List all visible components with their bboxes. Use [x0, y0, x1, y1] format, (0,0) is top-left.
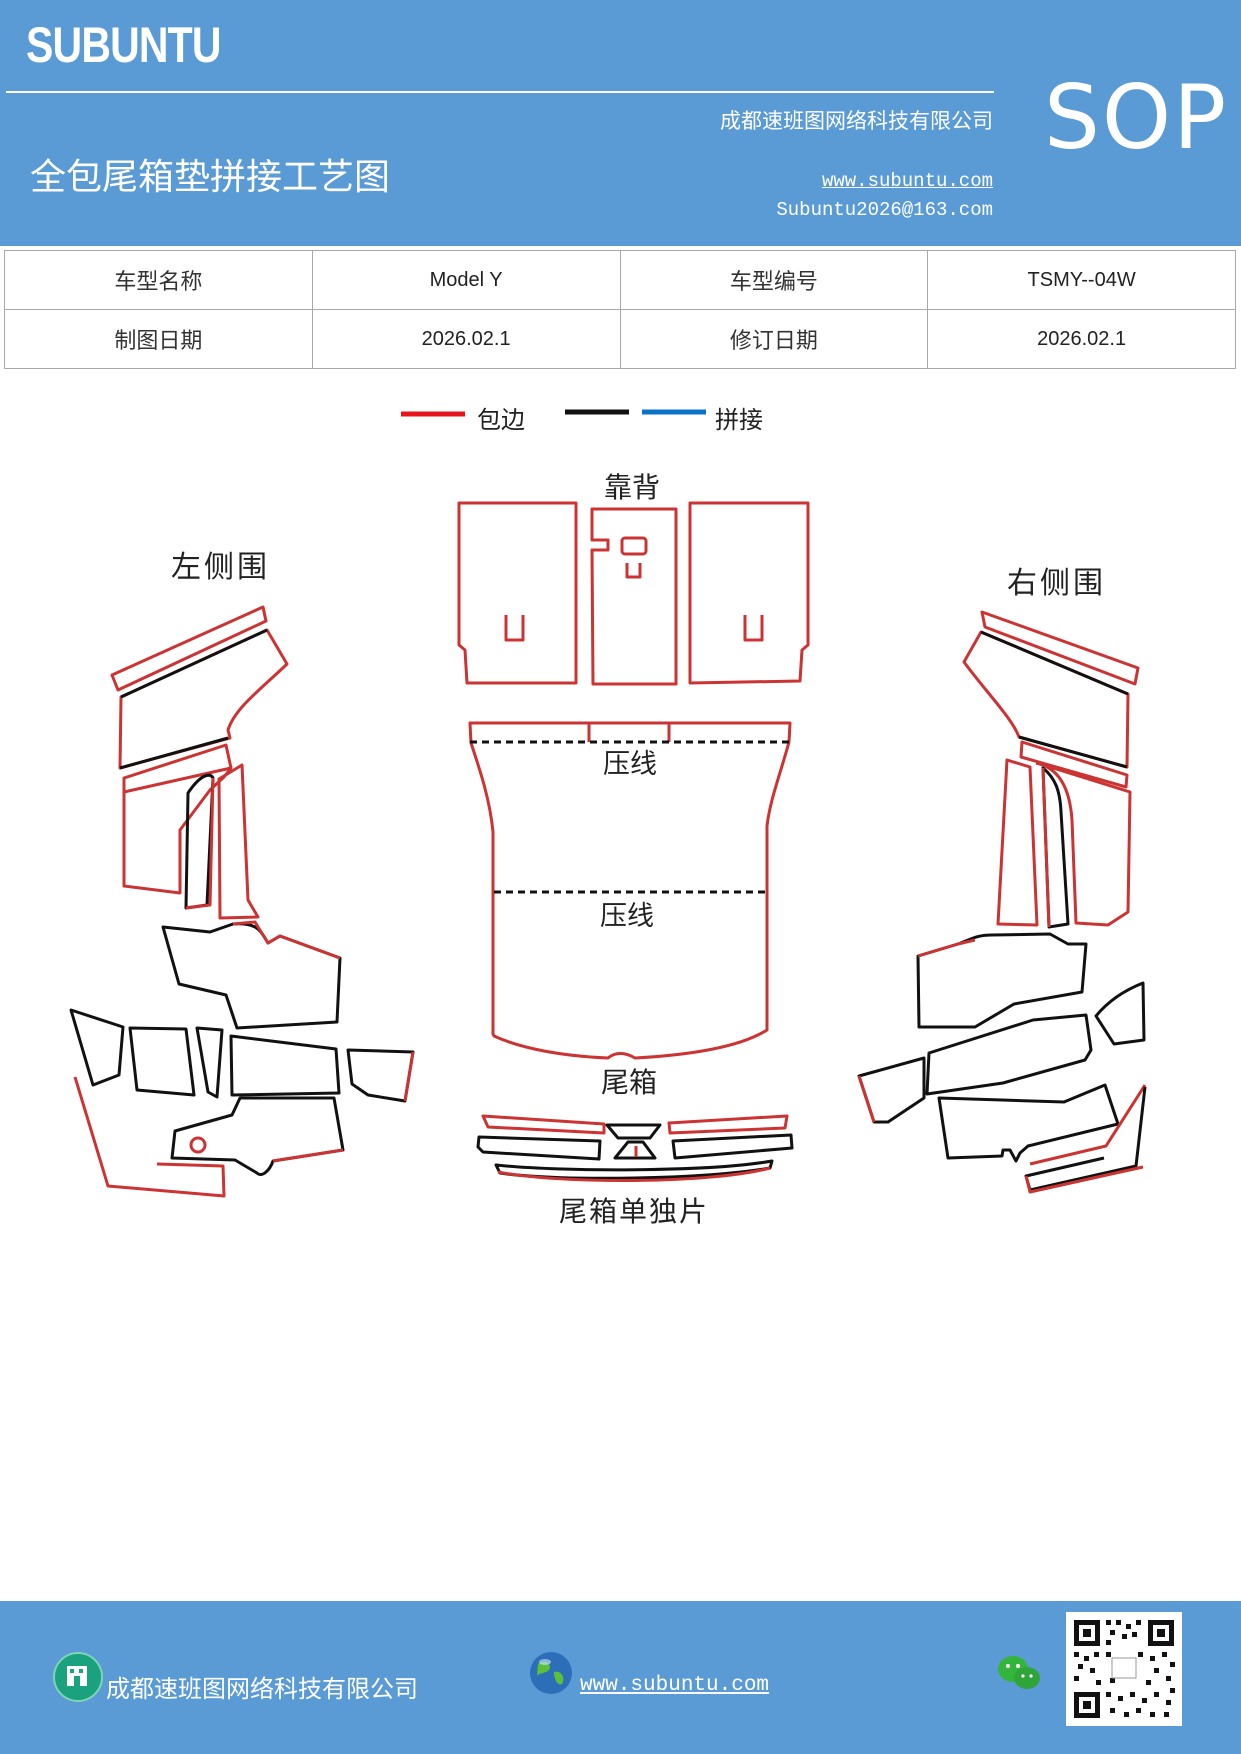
table-row: 车型名称 Model Y 车型编号 TSMY--04W	[4, 250, 1236, 310]
label-press-line-2: 压线	[600, 901, 654, 932]
header-email[interactable]: Subuntu2026@163.com	[776, 199, 993, 221]
trunk-single-pieces	[476, 1114, 794, 1183]
footer-banner: 成都速班图网络科技有限公司 www.subuntu.com	[0, 1601, 1241, 1754]
table-cell: Model Y	[311, 250, 621, 310]
label-backrest: 靠背	[604, 471, 660, 504]
table-cell: 制图日期	[4, 309, 313, 369]
table-cell: TSMY--04W	[927, 250, 1236, 310]
header-divider	[6, 91, 994, 93]
footer-website-link[interactable]: www.subuntu.com	[580, 1674, 770, 1697]
table-cell: 车型编号	[619, 250, 929, 310]
wechat-icon[interactable]	[996, 1653, 1042, 1693]
building-icon	[53, 1652, 103, 1702]
doc-type: SOP	[1044, 66, 1229, 169]
trunk-mat-diagram: 包边 拼接 靠背 左侧围 右侧围 压线 压线 尾箱 尾箱单独片	[69, 406, 1147, 1228]
right-side-pieces	[857, 610, 1147, 1194]
globe-icon	[528, 1650, 574, 1696]
backrest-pieces	[457, 501, 810, 686]
header-banner: SUBUNTU 成都速班图网络科技有限公司 全包尾箱垫拼接工艺图 www.sub…	[0, 0, 1241, 246]
page-title: 全包尾箱垫拼接工艺图	[30, 157, 391, 198]
table-row: 制图日期 2026.02.1 修订日期 2026.02.1	[4, 309, 1236, 369]
legend-splice-label: 拼接	[715, 406, 763, 434]
qr-code	[1066, 1612, 1182, 1726]
label-left-side: 左侧围	[171, 550, 270, 585]
table-cell: 2026.02.1	[311, 309, 621, 369]
brand-logo: SUBUNTU	[26, 17, 222, 73]
header-website-link[interactable]: www.subuntu.com	[821, 170, 993, 192]
info-table: 车型名称 Model Y 车型编号 TSMY--04W 制图日期 2026.02…	[4, 250, 1236, 369]
trunk-main-piece	[468, 721, 792, 1060]
legend-edge-label: 包边	[477, 406, 525, 434]
label-trunk: 尾箱	[601, 1066, 657, 1099]
left-side-pieces	[69, 605, 415, 1198]
label-right-side: 右侧围	[1007, 566, 1106, 601]
label-press-line-1: 压线	[603, 749, 657, 780]
footer-company: 成都速班图网络科技有限公司	[106, 1675, 418, 1703]
table-cell: 修订日期	[619, 309, 929, 369]
header-company: 成都速班图网络科技有限公司	[720, 109, 993, 133]
table-cell: 2026.02.1	[927, 309, 1236, 369]
table-cell: 车型名称	[4, 250, 313, 310]
label-trunk-single: 尾箱单独片	[559, 1195, 709, 1228]
